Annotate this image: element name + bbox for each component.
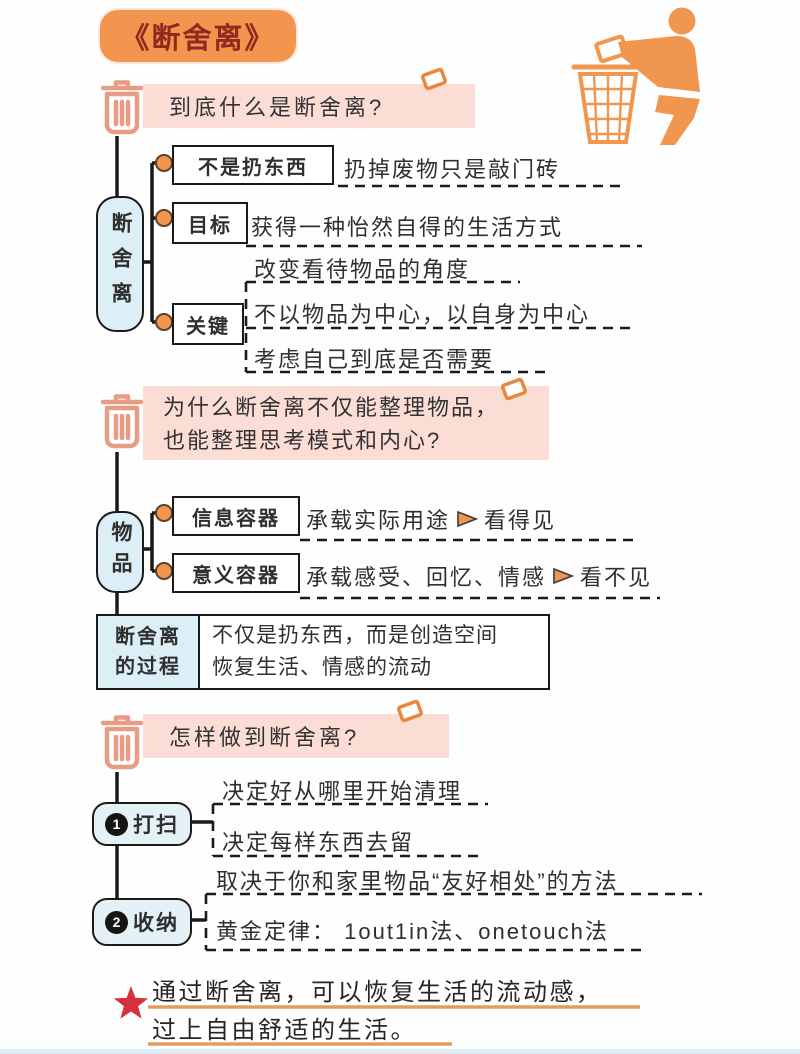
arrow-right-icon (457, 510, 479, 528)
branch-text: 获得一种怡然自得的生活方式 (251, 215, 564, 240)
book-title: 《断舍离》 (100, 10, 296, 62)
step2-item: 取决于你和家里物品“友好相处”的方法 (216, 869, 619, 894)
trash-icon (100, 715, 144, 770)
section1-banner: 到底什么是断舍离? (143, 84, 475, 128)
step1-item: 决定好从哪里开始清理 (222, 779, 463, 804)
arrow-right-icon (553, 567, 575, 585)
tidyman-litter-icon (571, 7, 700, 145)
step2-number-badge: 2 (105, 910, 128, 934)
branch-label: 意义容器 (172, 553, 300, 593)
branch-bullet (155, 504, 173, 522)
branch-text: 承载感受、回忆、情感 (306, 565, 547, 590)
step1-item: 决定每样东西去留 (222, 830, 415, 855)
step2-node: 2 收纳 (92, 898, 192, 946)
section3-banner: 怎样做到断舍离? (143, 714, 449, 758)
section2-heading-line1: 为什么断舍离不仅能整理物品， (163, 395, 500, 420)
branch-result: 看得见 (484, 508, 557, 533)
root-node-items: 物品 (96, 511, 144, 593)
step2-label: 收纳 (133, 912, 179, 935)
step1-label: 打扫 (133, 814, 179, 837)
step2-item: 黄金定律： 1out1in法、onetouch法 (216, 919, 609, 944)
section3-heading: 怎样做到断舍离? (169, 725, 360, 750)
branch-bullet (155, 313, 173, 331)
note-icon (421, 67, 447, 91)
branch-label: 关键 (172, 303, 244, 345)
conclusion-line2: 过上自由舒适的生活。 (152, 1017, 417, 1044)
process-text-line1: 不仅是扔东西，而是创造空间 (212, 624, 498, 647)
branch-text: 承载实际用途 (306, 508, 451, 533)
branch-bullet (155, 209, 173, 227)
section2-banner: 为什么断舍离不仅能整理物品， 也能整理思考模式和内心? (143, 386, 549, 460)
note-icon (501, 377, 527, 401)
branch-text-row: 承载感受、回忆、情感 看不见 (306, 560, 652, 592)
process-text-line2: 恢复生活、情感的流动 (212, 656, 432, 679)
note-icon (397, 699, 423, 723)
branch-label: 不是扔东西 (172, 145, 334, 185)
step1-number-badge: 1 (105, 812, 128, 836)
process-label-line2: 的过程 (115, 656, 181, 678)
star-icon (113, 986, 149, 1019)
root-node-danshari: 断舍离 (96, 196, 144, 332)
step1-node: 1 打扫 (92, 802, 192, 846)
section2-heading-line2: 也能整理思考模式和内心? (163, 428, 442, 453)
trash-icon (100, 80, 144, 135)
process-label-line1: 断舍离 (115, 626, 181, 648)
key-item: 不以物品为中心，以自身为中心 (254, 302, 591, 327)
process-label-cell: 断舍离 的过程 (98, 616, 200, 688)
branch-label: 目标 (172, 202, 248, 244)
branch-result: 看不见 (580, 565, 653, 590)
conclusion-line1: 通过断舍离，可以恢复生活的流动感， (152, 979, 603, 1006)
trash-icon (100, 394, 144, 449)
branch-label: 信息容器 (172, 496, 300, 536)
key-item: 改变看待物品的角度 (254, 257, 471, 282)
branch-text: 扔掉废物只是敲门砖 (344, 157, 561, 182)
branch-text-row: 承载实际用途 看得见 (306, 503, 556, 535)
process-table: 断舍离 的过程 不仅是扔东西，而是创造空间 恢复生活、情感的流动 (96, 614, 550, 690)
branch-bullet (155, 562, 173, 580)
branch-bullet (155, 154, 173, 172)
section1-heading: 到底什么是断舍离? (169, 95, 385, 120)
key-item: 考虑自己到底是否需要 (254, 347, 495, 372)
process-text-cell: 不仅是扔东西，而是创造空间 恢复生活、情感的流动 (200, 616, 548, 688)
